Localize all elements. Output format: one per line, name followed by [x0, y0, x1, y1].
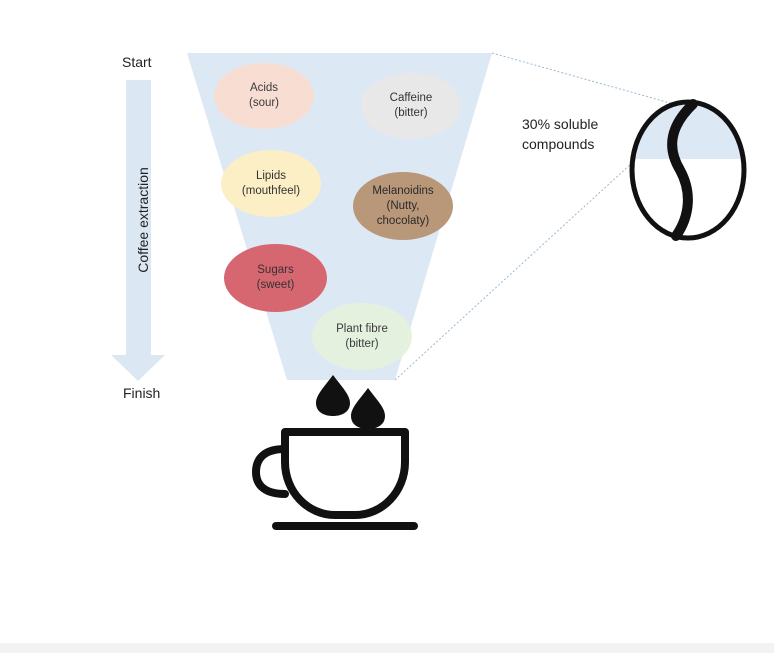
compound-caffeine-label: Caffeine (bitter)	[389, 92, 433, 119]
compound-lipids: Lipids (mouthfeel)	[221, 150, 321, 217]
compound-plant-fibre: Plant fibre (bitter)	[312, 303, 412, 370]
connector-line-top	[491, 52, 671, 104]
connector-line-bottom	[394, 161, 634, 381]
finish-label: Finish	[123, 385, 161, 401]
compound-acids-label: Acids (sour)	[248, 82, 280, 109]
compound-sugars: Sugars (sweet)	[224, 244, 327, 312]
bottom-strip	[0, 643, 774, 653]
coffee-extraction-axis-label: Coffee extraction	[135, 167, 151, 273]
compound-acids: Acids (sour)	[214, 63, 314, 129]
soluble-compounds-label: 30% soluble compounds	[522, 116, 599, 152]
coffee-bean-icon	[629, 99, 747, 241]
coffee-drops-icon	[316, 375, 385, 429]
compound-lipids-label: Lipids (mouthfeel)	[241, 169, 301, 197]
start-label: Start	[122, 54, 152, 70]
extraction-arrow	[111, 80, 165, 381]
compound-plant-fibre-label: Plant fibre (bitter)	[336, 322, 388, 350]
compound-sugars-label: Sugars (sweet)	[256, 264, 295, 291]
compound-caffeine: Caffeine (bitter)	[361, 73, 461, 139]
compound-melanoidins-label: Melanoidins (Nutty, chocolaty)	[372, 184, 434, 227]
compound-melanoidins: Melanoidins (Nutty, chocolaty)	[353, 172, 453, 240]
coffee-cup-icon	[251, 428, 418, 530]
